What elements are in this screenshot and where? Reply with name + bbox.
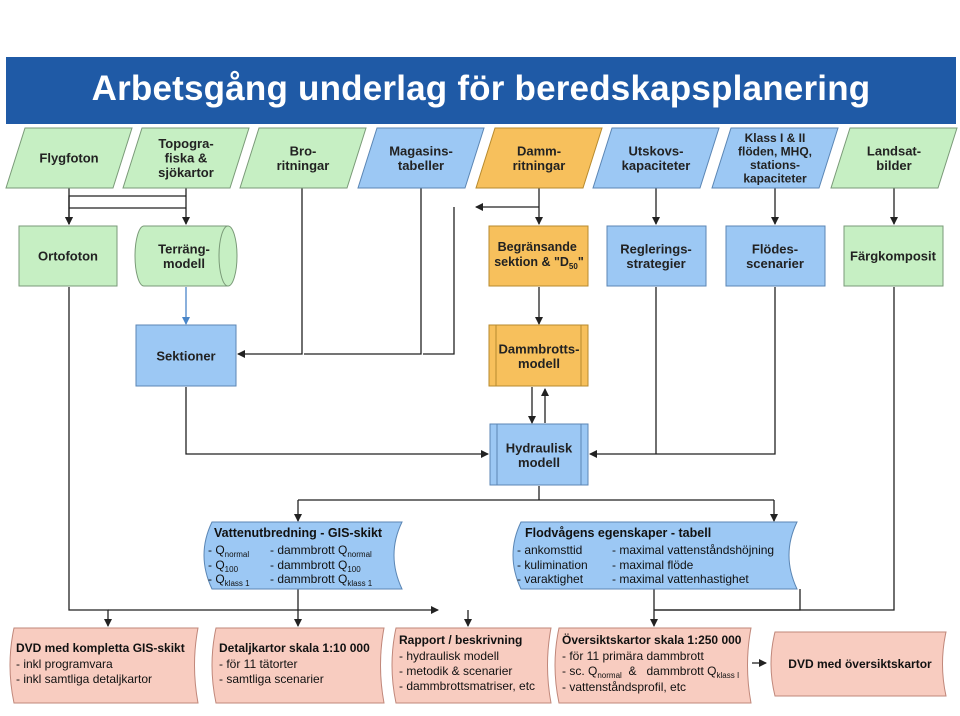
label-magasinstabeller: Magasins-tabeller [389, 143, 453, 173]
input-topografiska [122, 127, 250, 189]
input-magasinstabeller [357, 127, 485, 189]
detaljkartor-title: Detaljkartor skala 1:10 000 [219, 641, 370, 655]
dvd-gis-title: DVD med kompletta GIS-skikt [16, 641, 185, 655]
label-regleringsstrategier: Reglerings-strategier [620, 241, 692, 270]
connector [65, 195, 186, 225]
input-utskovskapaciteter [592, 127, 720, 189]
process-ortofoton [18, 225, 118, 287]
input-dammritningar [475, 127, 603, 189]
flodvagen-title: Flodvågens egenskaper - tabell [525, 526, 711, 540]
flodvagen-left: - ankomsttid [517, 543, 582, 557]
vattenutbredning-row: - Qnormal [208, 543, 249, 559]
connector [423, 207, 455, 355]
label-topografiska: Topogra-fiska &sjökartor [158, 136, 214, 180]
dvd-gis-line: - inkl samtliga detaljkartor [16, 672, 152, 686]
flodvagen-right: - maximal flöde [612, 558, 694, 572]
process-begransande [488, 225, 589, 287]
label-utskovskapaciteter: Utskovs-kapaciteter [622, 143, 691, 173]
process-row: Ortofoton Terräng-modell Begränsande sek… [18, 225, 944, 486]
oversikt-line: - för 11 primära dammbrott [562, 649, 704, 663]
label-begransande: Begränsande sektion & "D50" [494, 240, 584, 271]
connector [68, 287, 112, 627]
output-row: DVD med kompletta GIS-skikt - inkl progr… [9, 627, 947, 704]
label-flodesscenarier: Flödes-scenarier [746, 241, 804, 270]
label-flygfoton: Flygfoton [39, 151, 98, 166]
rapport-line: - dammbrottsmatriser, etc [399, 679, 535, 693]
detaljkartor-line: - samtliga scenarier [219, 672, 324, 686]
label-ortofoton: Ortofoton [38, 249, 98, 264]
connector [237, 188, 303, 358]
vattenutbredning-title: Vattenutbredning - GIS-skikt [214, 526, 383, 540]
input-broritningar [239, 127, 367, 189]
output-oversikt [554, 627, 752, 704]
oversikt-title: Översiktskartor skala 1:250 000 [562, 632, 742, 647]
oversikt-line: - sc. Qnormal & dammbrott Qklass I [562, 664, 739, 680]
vattenutbredning-row: - dammbrott Qklass 1 [270, 572, 373, 588]
dvd-gis-line: - inkl programvara [16, 657, 113, 671]
flodvagen-right: - maximal vattenståndshöjning [612, 543, 774, 557]
process-regleringsstrategier [606, 225, 707, 287]
output-dvd-gis [9, 627, 199, 704]
process-flodesscenarier [725, 225, 826, 287]
vattenutbredning-rows: - Qnormal - dammbrott Qnormal - Q100 - d… [208, 543, 373, 588]
rapport-title: Rapport / beskrivning [399, 633, 522, 647]
label-sektioner: Sektioner [156, 349, 215, 364]
connector [589, 287, 776, 458]
data-row: Vattenutbredning - GIS-skikt - Qnormal -… [203, 521, 798, 590]
detaljkartor-line: - för 11 tätorter [219, 657, 297, 671]
dvd-oversikt-title: DVD med översiktskartor [788, 657, 932, 671]
flodvagen-rows: - ankomsttid - kulimination - varaktighe… [517, 543, 774, 586]
rapport-line: - metodik & scenarier [399, 664, 512, 678]
rapport-line: - hydraulisk modell [399, 649, 499, 663]
oversikt-line: - vattenståndsprofil, etc [562, 680, 686, 694]
connector [185, 387, 489, 458]
input-flygfoton [5, 127, 133, 189]
output-dvd-oversikt [770, 631, 947, 697]
connector [654, 287, 895, 611]
vattenutbredning-row: - Q100 [208, 558, 239, 574]
flodvagen-left: - varaktighet [517, 572, 584, 586]
vattenutbredning-row: - Qklass 1 [208, 572, 250, 588]
label-landsatbilder: Landsat-bilder [867, 143, 921, 173]
input-row: Flygfoton Topogra-fiska &sjökartor Bro-r… [5, 127, 958, 189]
label-dammritningar: Damm-ritningar [513, 143, 566, 173]
data-flodvagen [512, 521, 798, 590]
process-dammbrottsmodell [488, 324, 589, 387]
page-title: Arbetsgång underlag för beredskapsplaner… [91, 69, 871, 108]
label-broritningar: Bro-ritningar [277, 143, 330, 173]
flodvagen-right: - maximal vattenhastighet [612, 572, 749, 586]
output-detaljkartor [211, 627, 385, 704]
process-hydraulisk [489, 423, 589, 486]
process-terrangmodell [134, 225, 238, 287]
input-landsatbilder [830, 127, 958, 189]
vattenutbredning-row: - dammbrott Q100 [270, 558, 361, 574]
connector [654, 589, 801, 611]
connectors [65, 188, 898, 667]
process-sektioner [135, 324, 237, 387]
label-dammbrottsmodell: Dammbrotts-modell [499, 341, 580, 371]
data-vattenutbredning [203, 521, 403, 590]
flodvagen-left: - kulimination [517, 558, 588, 572]
title-bar: Arbetsgång underlag för beredskapsplaner… [6, 57, 956, 124]
vattenutbredning-row: - dammbrott Qnormal [270, 543, 372, 559]
input-klass [711, 127, 839, 189]
connector [304, 188, 422, 355]
process-fargkomposit [843, 225, 944, 287]
label-terrangmodell: Terräng-modell [158, 241, 210, 270]
label-fargkomposit: Färgkomposit [850, 249, 937, 264]
output-rapport [391, 627, 552, 704]
